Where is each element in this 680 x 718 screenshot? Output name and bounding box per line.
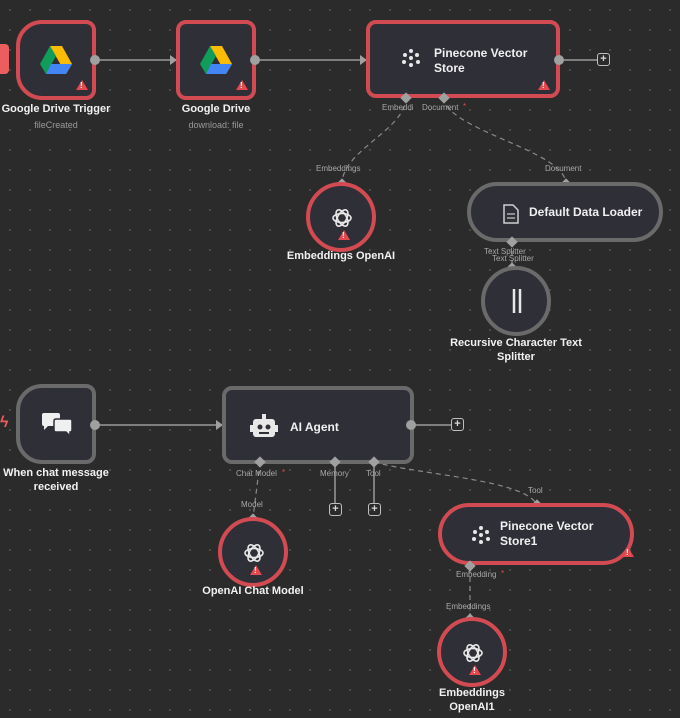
- node-title: Google Drive Trigger: [1, 103, 111, 115]
- chat-bubbles-icon: [42, 413, 73, 438]
- warning-icon: [538, 80, 550, 90]
- node-title: Default Data Loader: [529, 205, 643, 219]
- node-title: OpenAI Chat Model: [202, 585, 304, 597]
- google-drive-icon: [200, 46, 232, 74]
- port-label-text-splitter: Text Splitter: [484, 247, 526, 256]
- port-label-tool: Tool: [366, 469, 381, 478]
- document-icon: [503, 204, 519, 224]
- output-port[interactable]: [90, 420, 100, 430]
- port-label-embedding: Embeddi: [382, 103, 414, 112]
- ai-agent-node[interactable]: AI Agent: [222, 386, 414, 464]
- output-port[interactable]: [554, 55, 564, 65]
- embeddings-openai1-node[interactable]: [437, 617, 507, 687]
- output-port[interactable]: [250, 55, 260, 65]
- robot-icon: [250, 414, 278, 437]
- warning-icon: [236, 80, 248, 90]
- node-title: Pinecone Vector Store1: [500, 519, 594, 548]
- port-label-memory: Memory: [320, 469, 349, 478]
- recursive-text-splitter-node[interactable]: [481, 266, 551, 336]
- chat-trigger-bolt-icon: ϟ: [0, 414, 9, 431]
- node-subtitle: fileCreated: [34, 120, 78, 130]
- warning-icon: [622, 547, 634, 557]
- openai-icon: [463, 644, 483, 662]
- warning-icon: [338, 230, 350, 240]
- chat-trigger-node[interactable]: [16, 384, 96, 464]
- warning-icon: [469, 665, 481, 675]
- add-node-button[interactable]: +: [451, 418, 464, 431]
- input-label: Embeddings: [446, 602, 491, 611]
- input-label: Document: [545, 164, 582, 173]
- trigger-indicator: [0, 44, 9, 74]
- required-marker: *: [463, 102, 467, 111]
- warning-icon: [250, 565, 262, 575]
- google-drive-icon: [40, 46, 72, 74]
- add-tool-button[interactable]: +: [368, 503, 381, 516]
- node-title: Embeddings OpenAI: [286, 250, 396, 262]
- required-marker: *: [501, 569, 505, 578]
- node-subtitle: download: file: [188, 120, 244, 130]
- google-drive-node[interactable]: [176, 20, 256, 100]
- port-label-document: Document: [422, 103, 459, 112]
- input-label: Tool: [528, 486, 543, 495]
- pinecone-icon: [402, 49, 420, 67]
- port-label-embedding: Embedding: [456, 570, 497, 579]
- add-memory-button[interactable]: +: [329, 503, 342, 516]
- node-title: Pinecone Vector Store: [434, 46, 528, 75]
- openai-icon: [332, 209, 352, 227]
- node-title: When chat message received: [3, 467, 109, 493]
- node-title: Recursive Character Text Splitter: [450, 337, 582, 363]
- splitter-icon: [512, 289, 522, 313]
- output-port[interactable]: [406, 420, 416, 430]
- node-title: Google Drive: [181, 103, 251, 115]
- openai-icon: [244, 544, 264, 562]
- embeddings-openai-node[interactable]: [306, 182, 376, 252]
- google-drive-trigger-node[interactable]: [16, 20, 96, 100]
- pinecone-vector-store1-node[interactable]: Pinecone Vector Store1: [438, 503, 634, 565]
- node-title: Embeddings OpenAI1: [438, 687, 505, 713]
- output-port[interactable]: [90, 55, 100, 65]
- required-marker: *: [282, 468, 286, 477]
- default-data-loader-node[interactable]: Default Data Loader: [467, 182, 663, 242]
- port-label-chat-model: Chat Model: [236, 469, 277, 478]
- input-label: Embeddings: [316, 164, 361, 173]
- node-title: AI Agent: [290, 420, 339, 434]
- input-label: Model: [241, 500, 263, 509]
- add-node-button[interactable]: +: [597, 53, 610, 66]
- input-label: Text Splitter: [492, 254, 534, 263]
- openai-chat-model-node[interactable]: [218, 517, 288, 587]
- pinecone-icon: [472, 526, 490, 544]
- pinecone-vector-store-node[interactable]: Pinecone Vector Store: [366, 20, 560, 98]
- warning-icon: [76, 80, 88, 90]
